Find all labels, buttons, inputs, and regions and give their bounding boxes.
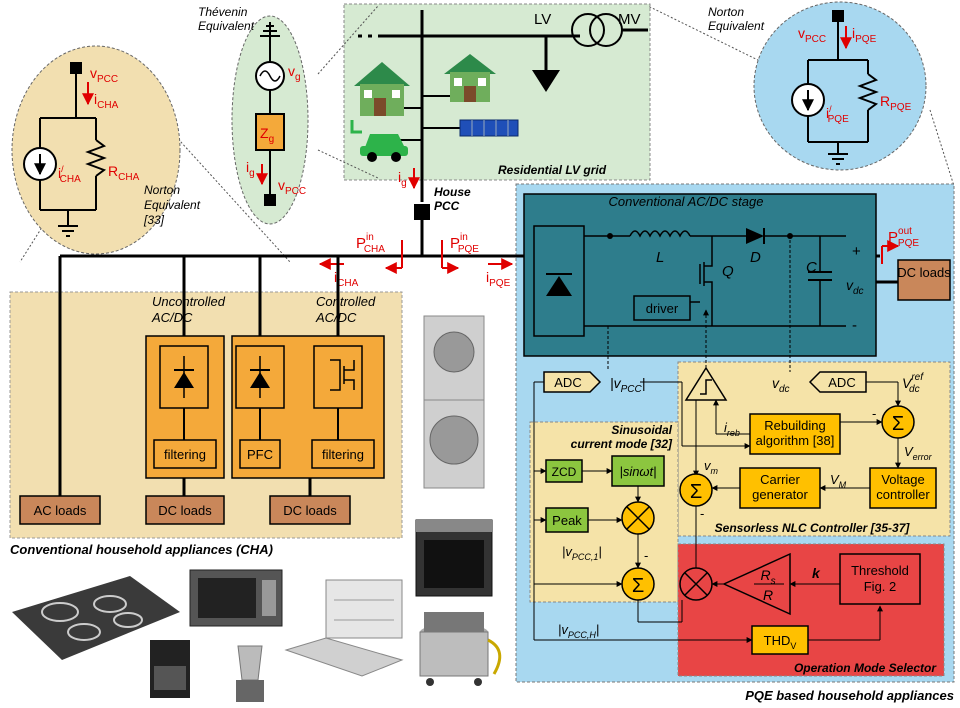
capacitor-C-label: C — [806, 259, 817, 276]
inductor-L-label: L — [656, 249, 664, 266]
cha-section-title: Conventional household appliances (CHA) — [10, 542, 273, 557]
house-pcc-node — [414, 204, 430, 220]
switch-Q-label: Q — [722, 263, 734, 280]
coffee-maker-icon — [150, 640, 190, 698]
ac-loads-label: AC loads — [34, 503, 87, 518]
vacuum-cleaner-icon — [420, 612, 500, 686]
grid-mv-label: MV — [618, 11, 641, 28]
sigma-icon: Σ — [632, 575, 644, 597]
microwave-icon — [190, 570, 282, 626]
grid-title: Residential LV grid — [498, 163, 607, 177]
nlc-title: Sensorless NLC Controller [35-37] — [715, 521, 911, 535]
dc-loads-label-2: DC loads — [283, 503, 337, 518]
norton-right-ellipse — [754, 2, 926, 170]
washer-dryer-icon — [424, 316, 484, 488]
pqe-dc-loads-label: DC loads — [897, 265, 951, 280]
switch-block — [314, 346, 362, 408]
adc-right-label: ADC — [828, 375, 855, 390]
oven-icon — [416, 520, 492, 596]
sigma-icon: Σ — [892, 413, 904, 435]
k-label: k — [812, 565, 821, 581]
filtering-label-2: filtering — [322, 447, 364, 462]
thevenin-title: ThéveninEquivalent — [198, 5, 255, 33]
rebuilding-label: Rebuildingalgorithm [38] — [756, 418, 835, 448]
connector-dotted — [648, 6, 766, 64]
plus-label: + — [852, 243, 861, 260]
pcc-node-right — [832, 10, 844, 22]
sum-minus-sign: - — [700, 506, 704, 521]
i-pqe-bus: iPQE — [486, 269, 511, 289]
solar-panel-icon — [460, 120, 518, 136]
filtering-label-1: filtering — [164, 447, 206, 462]
adc-left-label: ADC — [554, 375, 581, 390]
minus-label: - — [852, 317, 857, 334]
sigma-icon: Σ — [690, 481, 702, 503]
driver-label: driver — [646, 301, 679, 316]
dc-loads-label-1: DC loads — [158, 503, 212, 518]
pfc-label: PFC — [247, 447, 273, 462]
oms-title: Operation Mode Selector — [794, 661, 937, 675]
dishwasher-icon — [286, 580, 402, 676]
pcc-node-thevenin — [264, 194, 276, 206]
sum-minus-sign: - — [872, 406, 876, 421]
connector-dotted — [930, 110, 954, 186]
pcc-node-left — [70, 62, 82, 74]
sum-minus-sign: - — [644, 548, 648, 563]
blender-icon — [236, 646, 264, 702]
diode-D-label: D — [750, 249, 761, 266]
zcd-label: ZCD — [552, 465, 577, 479]
sinwt-label: |sinωt| — [619, 464, 656, 479]
gain-den-label: R — [763, 587, 773, 603]
stage-title: Conventional AC/DC stage — [609, 194, 764, 209]
pqe-section-title: PQE based household appliances — [745, 688, 954, 703]
grid-lv-label: LV — [534, 11, 551, 28]
peak-label: Peak — [552, 513, 582, 528]
